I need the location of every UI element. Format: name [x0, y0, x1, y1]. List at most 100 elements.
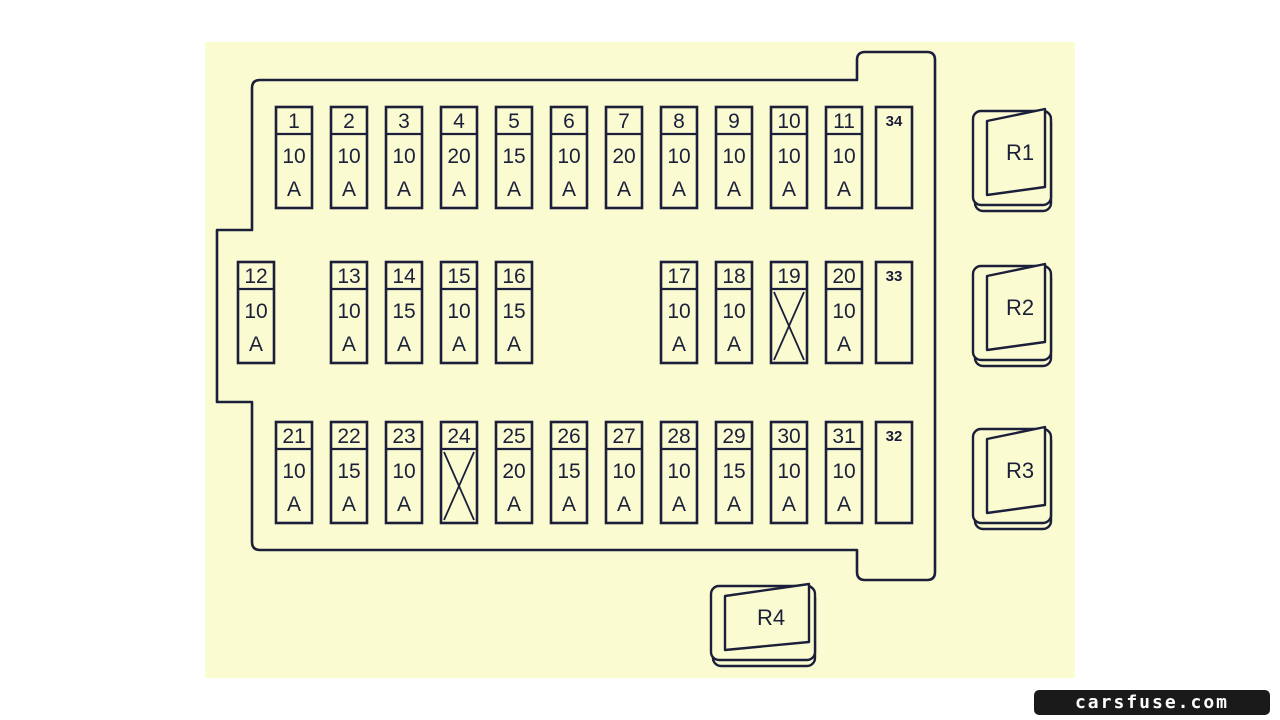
- fuse-unit: A: [507, 493, 521, 516]
- fuse-unit: A: [782, 178, 796, 201]
- empty-slot-cross: [773, 291, 805, 361]
- fuse-unit: A: [397, 178, 411, 201]
- fuse-number: 28: [667, 425, 690, 448]
- spare-slot-body: [874, 260, 914, 365]
- fuse-unit: A: [617, 178, 631, 201]
- fuse-rating: 10: [244, 300, 267, 323]
- fuse-rating: 10: [832, 460, 855, 483]
- fuse-unit: A: [397, 333, 411, 356]
- fuse-body: [549, 420, 589, 525]
- fuse-9: 9 10A: [714, 105, 754, 210]
- fuse-number: 10: [777, 110, 800, 133]
- fuse-rating: 10: [392, 145, 415, 168]
- fuse-unit: A: [837, 178, 851, 201]
- relay-label: R1: [1006, 140, 1034, 165]
- spare-slot-number: 34: [886, 113, 903, 130]
- fuse-body: [439, 105, 479, 210]
- fuse-rating: 20: [447, 145, 470, 168]
- fuse-number: 30: [777, 425, 800, 448]
- fuse-body: [714, 420, 754, 525]
- fuse-4: 4 20A: [439, 105, 479, 210]
- fuse-body: [659, 260, 699, 365]
- fuse-body: [384, 105, 424, 210]
- relay-r3: R3: [971, 425, 1053, 531]
- fuse-number: 4: [453, 110, 465, 133]
- spare-slot-32: 32: [874, 420, 914, 525]
- fuse-body: [439, 260, 479, 365]
- fuse-rating: 15: [557, 460, 580, 483]
- fuse-body: [329, 260, 369, 365]
- fuse-unit: A: [452, 333, 466, 356]
- fuse-number: 7: [618, 110, 630, 133]
- fuse-rating: 15: [502, 300, 525, 323]
- fuse-unit: A: [452, 178, 466, 201]
- fuse-unit: A: [342, 493, 356, 516]
- fuse-body: [604, 105, 644, 210]
- relay-r1: R1: [971, 107, 1053, 213]
- fuse-rating: 10: [667, 300, 690, 323]
- fuse-unit: A: [727, 178, 741, 201]
- spare-slot-number: 32: [886, 428, 903, 445]
- relay-r2: R2: [971, 262, 1053, 368]
- fuse-unit: A: [562, 493, 576, 516]
- fuse-rating: 10: [777, 460, 800, 483]
- fuse-19: 19: [769, 260, 809, 365]
- fuse-number: 23: [392, 425, 415, 448]
- fuse-number: 25: [502, 425, 525, 448]
- fuse-number: 2: [343, 110, 355, 133]
- fuse-body: [769, 420, 809, 525]
- spare-slot-body: [874, 105, 914, 210]
- fuse-rating: 10: [722, 300, 745, 323]
- fuse-body: [329, 105, 369, 210]
- relay-label: R3: [1006, 458, 1034, 483]
- fuse-body: [384, 260, 424, 365]
- fuse-rating: 15: [722, 460, 745, 483]
- fuse-rating: 15: [392, 300, 415, 323]
- spare-slot-34: 34: [874, 105, 914, 210]
- fuse-unit: A: [782, 493, 796, 516]
- fuse-number: 6: [563, 110, 575, 133]
- fuse-body: [236, 260, 276, 365]
- fuse-number: 8: [673, 110, 685, 133]
- fuse-box-diagram: 110A210A310A420A515A610A720A810A910A1010…: [215, 50, 1053, 668]
- fuse-box-outline: [215, 50, 937, 582]
- fuse-number: 18: [722, 265, 745, 288]
- fuse-body: [494, 420, 534, 525]
- fuse-body: [824, 420, 864, 525]
- fuse-number: 1: [288, 110, 300, 133]
- fuse-unit: A: [342, 178, 356, 201]
- fuse-24: 24: [439, 420, 479, 525]
- fuse-rating: 20: [612, 145, 635, 168]
- relay-label: R2: [1006, 295, 1034, 320]
- fuse-unit: A: [727, 493, 741, 516]
- fuse-number: 19: [777, 265, 800, 288]
- fuse-unit: A: [342, 333, 356, 356]
- fuse-unit: A: [727, 333, 741, 356]
- fuse-rating: 10: [282, 145, 305, 168]
- fuse-rating: 10: [722, 145, 745, 168]
- fuse-body: [549, 105, 589, 210]
- fuse-rating: 20: [502, 460, 525, 483]
- fuse-unit: A: [287, 178, 301, 201]
- fuse-body: [329, 420, 369, 525]
- fuse-number: 27: [612, 425, 635, 448]
- relay-top-face: [985, 262, 1047, 352]
- fuse-body: [659, 420, 699, 525]
- fuse-unit: A: [617, 493, 631, 516]
- fuse-number: 15: [447, 265, 470, 288]
- fuse-1: 1 10A: [274, 105, 314, 210]
- fuse-number: 9: [728, 110, 740, 133]
- fuse-body: [714, 260, 754, 365]
